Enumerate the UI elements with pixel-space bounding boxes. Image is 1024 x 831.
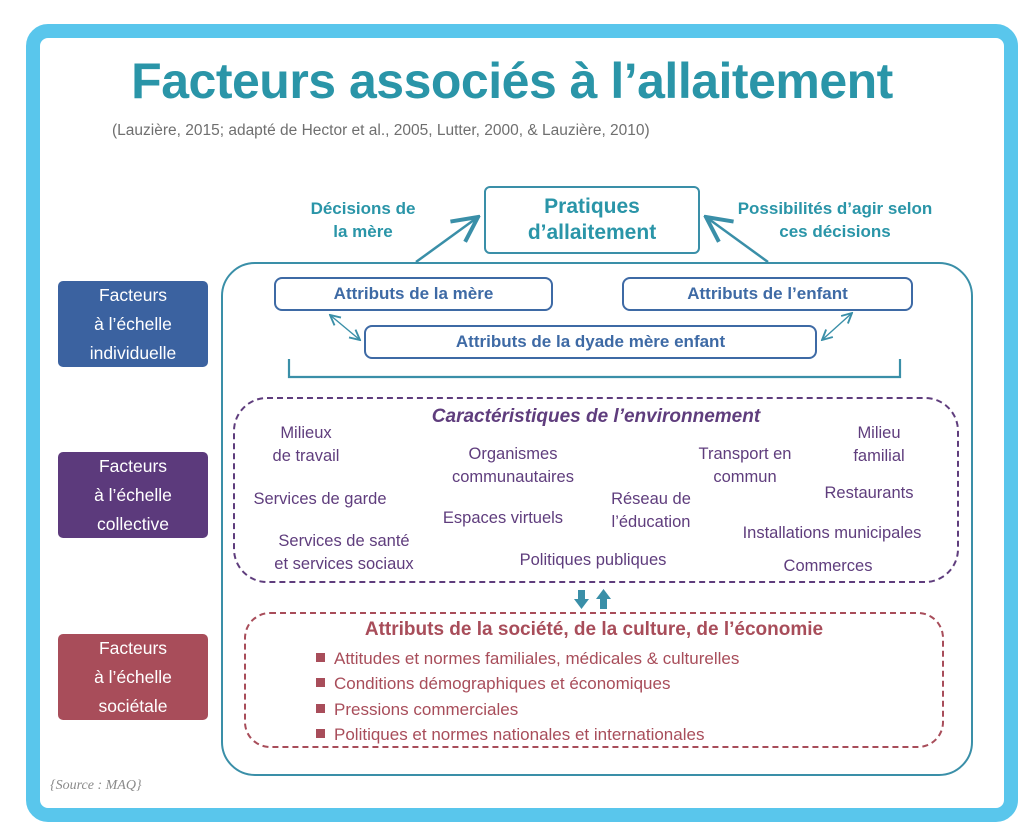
society-list-item: Politiques et normes nationales et inter… bbox=[316, 725, 704, 745]
env-item-line: Milieu bbox=[857, 424, 901, 442]
mother-decisions-line-1: Décisions de bbox=[310, 199, 416, 218]
env-item-community-organizations: Organismes communautaires bbox=[438, 443, 588, 489]
breastfeeding-practices-box: Pratiques d’allaitement bbox=[484, 186, 700, 254]
env-item-line: Services de santé bbox=[278, 532, 410, 550]
environment-title: Caractéristiques de l’environnement bbox=[431, 406, 761, 427]
page-title: Facteurs associés à l’allaitement bbox=[131, 53, 893, 109]
env-item-education-network: Réseau de l’éducation bbox=[598, 488, 704, 534]
env-item-line: Politiques publiques bbox=[519, 551, 667, 569]
society-list-item: Conditions démographiques et économiques bbox=[316, 674, 670, 694]
env-item-virtual-spaces: Espaces virtuels bbox=[427, 507, 579, 530]
env-item-line: Organismes bbox=[468, 445, 558, 463]
env-item-line: et services sociaux bbox=[274, 555, 414, 573]
env-item-businesses: Commerces bbox=[768, 555, 888, 578]
env-item-line: communautaires bbox=[452, 468, 574, 486]
up-arrow-icon bbox=[596, 589, 611, 609]
env-item-family-environment: Milieu familial bbox=[838, 422, 920, 468]
env-item-line: Espaces virtuels bbox=[442, 509, 564, 527]
society-item-text: Pressions commerciales bbox=[334, 700, 519, 719]
env-item-line: de travail bbox=[272, 447, 340, 465]
individual-bracket bbox=[287, 359, 902, 379]
society-box bbox=[244, 612, 944, 748]
scale-societal-line-3: sociétale bbox=[98, 695, 168, 716]
double-arrow-mother-dyad bbox=[330, 315, 360, 340]
page-subtitle: (Lauzière, 2015; adapté de Hector et al.… bbox=[112, 122, 650, 139]
env-item-line: Milieux bbox=[280, 424, 332, 442]
society-list-item: Pressions commerciales bbox=[316, 700, 518, 720]
society-item-text: Attitudes et normes familiales, médicale… bbox=[334, 649, 740, 668]
society-item-text: Politiques et normes nationales et inter… bbox=[334, 725, 705, 744]
source-note: {Source : MAQ} bbox=[50, 778, 142, 793]
env-item-line: Services de garde bbox=[253, 490, 387, 508]
env-item-health-social-services: Services de santé et services sociaux bbox=[257, 530, 431, 576]
scale-individual-line-3: individuelle bbox=[89, 342, 177, 363]
society-item-text: Conditions démographiques et économiques bbox=[334, 674, 671, 693]
down-arrow-icon bbox=[574, 590, 589, 609]
env-item-line: commun bbox=[713, 468, 777, 486]
practices-line-2: d’allaitement bbox=[527, 221, 657, 244]
environment-box bbox=[233, 397, 959, 583]
ability-to-act-label: Possibilités d’agir selon ces décisions bbox=[720, 197, 950, 243]
society-title: Attributs de la société, de la culture, … bbox=[364, 619, 824, 640]
env-item-line: Réseau de bbox=[611, 490, 691, 508]
ability-to-act-line-2: ces décisions bbox=[779, 222, 891, 241]
practices-line-1: Pratiques bbox=[544, 195, 640, 218]
arrow-right-to-practices bbox=[706, 217, 769, 264]
scale-collective-line-2: à l’échelle bbox=[94, 484, 172, 505]
env-item-restaurants: Restaurants bbox=[812, 482, 926, 505]
arrow-left-to-practices bbox=[415, 217, 478, 264]
env-item-public-transport: Transport en commun bbox=[686, 443, 804, 489]
env-item-line: Commerces bbox=[783, 557, 873, 575]
env-item-line: familial bbox=[853, 447, 905, 465]
dyad-attributes-box: Attributs de la dyade mère enfant bbox=[364, 325, 817, 359]
scale-individual-badge: Facteurs à l’échelle individuelle bbox=[58, 281, 208, 367]
env-item-childcare: Services de garde bbox=[240, 488, 400, 511]
scale-societal-line-1: Facteurs bbox=[98, 637, 168, 658]
scale-individual-line-1: Facteurs bbox=[98, 284, 168, 305]
scale-individual-line-2: à l’échelle bbox=[94, 313, 172, 334]
scale-collective-line-3: collective bbox=[97, 513, 169, 534]
env-item-workplaces: Milieux de travail bbox=[266, 422, 346, 468]
mother-attributes-box: Attributs de la mère bbox=[274, 277, 553, 311]
bullet-square-icon bbox=[316, 704, 325, 713]
bullet-square-icon bbox=[316, 729, 325, 738]
scale-societal-line-2: à l’échelle bbox=[94, 666, 172, 687]
bullet-square-icon bbox=[316, 678, 325, 687]
env-item-public-policies: Politiques publiques bbox=[499, 549, 687, 572]
env-item-line: l’éducation bbox=[611, 513, 691, 531]
env-item-line: Restaurants bbox=[824, 484, 914, 502]
society-list-item: Attitudes et normes familiales, médicale… bbox=[316, 649, 739, 669]
scale-collective-badge: Facteurs à l’échelle collective bbox=[58, 452, 208, 538]
scale-collective-line-1: Facteurs bbox=[98, 455, 168, 476]
env-item-municipal-facilities: Installations municipales bbox=[721, 522, 943, 545]
env-item-line: Transport en bbox=[698, 445, 792, 463]
ability-to-act-line-1: Possibilités d’agir selon bbox=[737, 199, 933, 218]
bullet-square-icon bbox=[316, 653, 325, 662]
mother-decisions-line-2: la mère bbox=[333, 222, 393, 241]
scale-societal-badge: Facteurs à l’échelle sociétale bbox=[58, 634, 208, 720]
double-arrow-dyad-child bbox=[822, 313, 852, 340]
env-item-line: Installations municipales bbox=[742, 524, 922, 542]
mother-decisions-label: Décisions de la mère bbox=[298, 197, 428, 243]
child-attributes-box: Attributs de l’enfant bbox=[622, 277, 913, 311]
